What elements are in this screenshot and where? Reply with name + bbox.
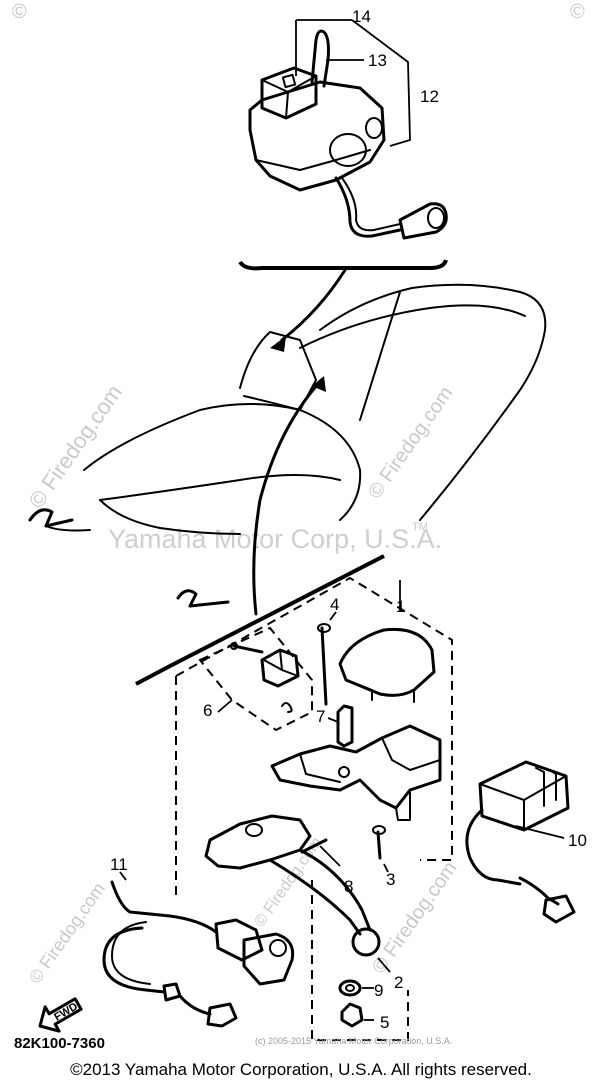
top-bracket-line (238, 259, 448, 271)
lever-tab (310, 29, 330, 88)
callout-8: 8 (344, 877, 353, 896)
control-unit-10 (465, 760, 576, 924)
mounting-bracket (270, 724, 442, 810)
rear-ski-tip (176, 589, 230, 608)
callout-5: 5 (380, 1013, 389, 1032)
switch-connector (398, 202, 448, 240)
firedog-watermark-bottom-left: © Firedog.com (25, 879, 109, 987)
bolt-4 (320, 626, 328, 706)
callout-9: 9 (374, 981, 383, 1000)
switch-cap (260, 66, 318, 120)
callout-10: 10 (568, 831, 587, 850)
screw-8 (300, 838, 328, 854)
callout-4: 4 (330, 595, 339, 614)
firedog-watermark-bottom-center: © Firedog.com (251, 834, 325, 930)
top-switch-assembly: 14 13 12 (248, 7, 448, 240)
firedog-watermark-right: © Firedog.com (368, 858, 461, 978)
pin-7 (336, 704, 354, 748)
callout-11: 11 (110, 855, 128, 874)
forward-arrow-icon: FWD (38, 997, 83, 1033)
small-credit-text: (c) 2005-2015 Yamaha Motor Corporation, … (255, 1036, 453, 1046)
firedog-watermark-mid: © Firedog.com (364, 383, 457, 503)
callout-12: 12 (420, 87, 439, 106)
callout-6: 6 (203, 701, 212, 720)
throttle-lever-2 (204, 814, 381, 957)
subassembly-6-box (198, 626, 313, 732)
callout-13: 13 (368, 51, 387, 70)
control-unit-connector (542, 894, 576, 924)
separator-line (135, 554, 385, 686)
washer-9 (338, 979, 362, 997)
pointer-arrow-top (280, 268, 347, 342)
throttle-switch-11 (102, 880, 295, 1028)
nut-5 (340, 1002, 364, 1028)
switch-11-connector (206, 1002, 238, 1028)
footer-copyright: ©2013 Yamaha Motor Corporation, U.S.A. A… (70, 1060, 532, 1079)
callout-14: 14 (352, 7, 371, 26)
lever-knob (351, 927, 381, 957)
callout-1: 1 (396, 597, 405, 616)
lever-cover (338, 627, 436, 697)
screw-3 (376, 830, 382, 860)
diagram-code: 82K100-7360 (14, 1035, 105, 1052)
firedog-watermark-left: © Firedog.com (24, 380, 127, 513)
fwd-label: FWD (52, 1001, 80, 1024)
switch-cable (334, 176, 402, 238)
pointer-arrow-bottom (252, 382, 320, 616)
corner-copyright-mark-right: © (570, 1, 585, 23)
callout-7: 7 (316, 707, 325, 726)
snowmobile-outline (28, 283, 547, 608)
front-ski-tip (28, 508, 74, 528)
callout-3: 3 (386, 870, 395, 889)
tm-mark: TM (412, 521, 428, 533)
assembly-group-box (175, 576, 453, 900)
callout-2: 2 (394, 973, 403, 992)
corner-copyright-mark: © (12, 1, 27, 23)
